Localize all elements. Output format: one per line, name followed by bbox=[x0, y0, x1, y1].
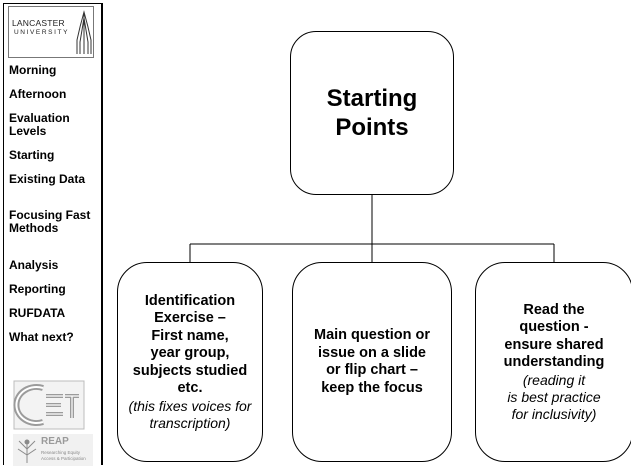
cset-logo bbox=[13, 380, 85, 430]
nav-item-rufdata[interactable]: RUFDATA bbox=[9, 306, 66, 320]
nav-item-afternoon[interactable]: Afternoon bbox=[9, 87, 67, 101]
nav-item-reporting[interactable]: Reporting bbox=[9, 282, 66, 296]
reap-title: REAP bbox=[41, 436, 69, 447]
nav-item-morning[interactable]: Morning bbox=[9, 63, 57, 77]
logo-text-top: LANCASTER bbox=[12, 18, 65, 28]
content-divider bbox=[102, 3, 103, 465]
child-node-note: (reading it is best practice for inclusi… bbox=[507, 371, 601, 422]
nav-item-what-next[interactable]: What next? bbox=[9, 330, 74, 344]
nav-item-existing-data[interactable]: Existing Data bbox=[9, 172, 86, 186]
university-crest-icon bbox=[76, 10, 92, 54]
child-node-note: (this fixes voices for transcription) bbox=[128, 397, 252, 431]
child-node-main-question: Main question or issue on a slide or fli… bbox=[292, 262, 452, 462]
reap-logo: REAP Researching Equity Access & Partici… bbox=[13, 434, 93, 466]
wheat-figure-icon bbox=[17, 439, 37, 463]
lancaster-university-logo: LANCASTER UNIVERSITY bbox=[8, 6, 94, 58]
reap-subtitle-line2: Access & Participation bbox=[41, 456, 86, 461]
nav-item-evaluation-levels[interactable]: Evaluation Levels bbox=[9, 111, 70, 138]
child-node-label: Identification Exercise – First name, ye… bbox=[132, 292, 248, 397]
child-node-label: Read the question - ensure shared unders… bbox=[503, 301, 605, 371]
nav-item-starting[interactable]: Starting bbox=[9, 148, 55, 162]
nav-item-analysis[interactable]: Analysis bbox=[9, 258, 59, 272]
root-node: Starting Points bbox=[290, 31, 454, 195]
logo-text-bottom: UNIVERSITY bbox=[14, 29, 70, 36]
sidebar: LANCASTER UNIVERSITY Morning Afternoon E… bbox=[3, 3, 102, 466]
nav-item-focusing-fast-methods[interactable]: Focusing Fast Methods bbox=[9, 208, 91, 235]
root-node-label: Starting Points bbox=[326, 85, 418, 141]
child-node-identification: Identification Exercise – First name, ye… bbox=[117, 262, 263, 462]
child-node-label: Main question or issue on a slide or fli… bbox=[314, 327, 430, 396]
reap-subtitle-line1: Researching Equity bbox=[41, 450, 81, 455]
child-node-read-question: Read the question - ensure shared unders… bbox=[475, 262, 631, 462]
